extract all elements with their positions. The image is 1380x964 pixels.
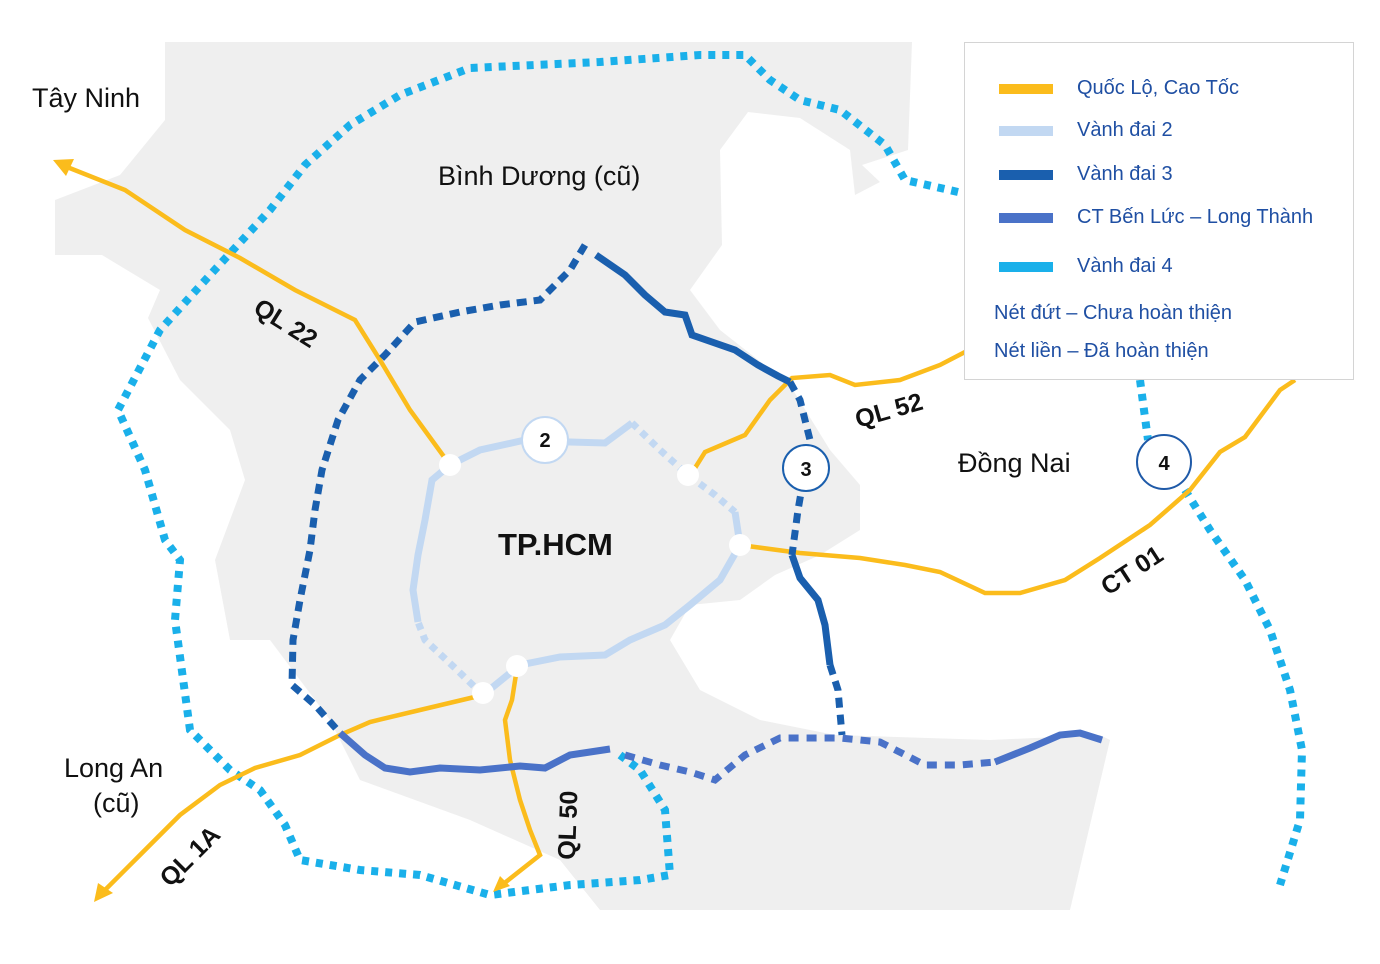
- ring-4-badge: 4: [1136, 434, 1192, 490]
- interchange-node: [729, 534, 751, 556]
- highway-ql50: [500, 667, 543, 887]
- legend-swatch-ring-4: [999, 262, 1053, 272]
- legend-swatch-ring-3: [999, 170, 1053, 180]
- ring-road-4: [113, 51, 959, 900]
- ring-3-badge: 3: [782, 444, 830, 492]
- legend-item-benluc-longthanh: CT Bến Lức – Long Thành: [965, 206, 1353, 230]
- legend-panel: Quốc Lộ, Cao Tốc Vành đai 2 Vành đai 3 C…: [964, 42, 1354, 380]
- label-long-an-note: (cũ): [93, 788, 140, 818]
- expressway-benluc-longthanh-solid-west: [337, 730, 611, 776]
- legend-label-benluc-longthanh: CT Bến Lức – Long Thành: [1077, 206, 1314, 228]
- ring-road-2-west: [409, 462, 453, 623]
- expressway-benluc-longthanh-solid-east: [993, 729, 1104, 766]
- legend-swatch-highway: [999, 84, 1053, 94]
- highway-ct01: [739, 378, 1297, 596]
- label-dong-nai: Đồng Nai: [958, 448, 1071, 478]
- ring-road-2-east: [480, 511, 744, 698]
- label-ql50: QL 50: [553, 790, 583, 860]
- legend-swatch-ring-2: [999, 126, 1053, 136]
- expressway-benluc-longthanh-dashed: [624, 734, 996, 784]
- interchange-node: [677, 464, 699, 486]
- ring-road-3-solid-north: [594, 252, 792, 386]
- legend-item-ring-2: Vành đai 2: [965, 119, 1353, 143]
- svg-text:2: 2: [539, 430, 550, 452]
- highway-ql22: [61, 162, 452, 467]
- legend-note-solid: Nét liền – Đã hoàn thiện: [994, 340, 1209, 362]
- label-tay-ninh: Tây Ninh: [32, 83, 140, 113]
- land-area: [55, 42, 1110, 910]
- legend-label-ring-3: Vành đai 3: [1077, 163, 1173, 185]
- ring-road-3-dashed-south: [826, 663, 846, 736]
- highway-ql1a: [98, 692, 484, 897]
- label-tphcm: TP.HCM: [498, 527, 613, 562]
- highway-ql52: [693, 350, 967, 470]
- ring-road-3-dashed-west: [288, 243, 589, 736]
- legend-item-highway: Quốc Lộ, Cao Tốc: [965, 77, 1353, 101]
- ring-road-2-dashed-ne: [629, 420, 738, 515]
- arrow-ql22: [53, 159, 74, 176]
- ring-road-2-dashed-sw: [414, 620, 486, 698]
- ring-road-4-east: [1136, 379, 1307, 887]
- interchange-node: [439, 454, 461, 476]
- interchange-node: [506, 655, 528, 677]
- legend-note-dashed: Nét đứt – Chưa hoàn thiện: [994, 302, 1233, 324]
- legend-item-ring-4: Vành đai 4: [965, 255, 1353, 279]
- label-ql52: QL 52: [852, 388, 926, 434]
- label-binh-duong: Bình Dương (cũ): [438, 161, 640, 191]
- interchange-node: [472, 682, 494, 704]
- label-ct01: CT 01: [1096, 540, 1168, 601]
- svg-text:3: 3: [800, 459, 811, 481]
- svg-text:4: 4: [1158, 453, 1170, 475]
- legend-label-ring-4: Vành đai 4: [1077, 255, 1173, 277]
- legend-swatch-benluc-longthanh: [999, 213, 1053, 223]
- ring-2-badge: 2: [521, 416, 569, 464]
- legend-item-ring-3: Vành đai 3: [965, 163, 1353, 187]
- arrow-ql50: [493, 876, 510, 892]
- legend-label-ring-2: Vành đai 2: [1077, 119, 1173, 141]
- label-long-an: Long An: [64, 753, 163, 783]
- arrow-ql1a: [94, 883, 113, 902]
- legend-label-highway: Quốc Lộ, Cao Tốc: [1077, 77, 1239, 99]
- ring-road-3-solid-south: [788, 553, 834, 666]
